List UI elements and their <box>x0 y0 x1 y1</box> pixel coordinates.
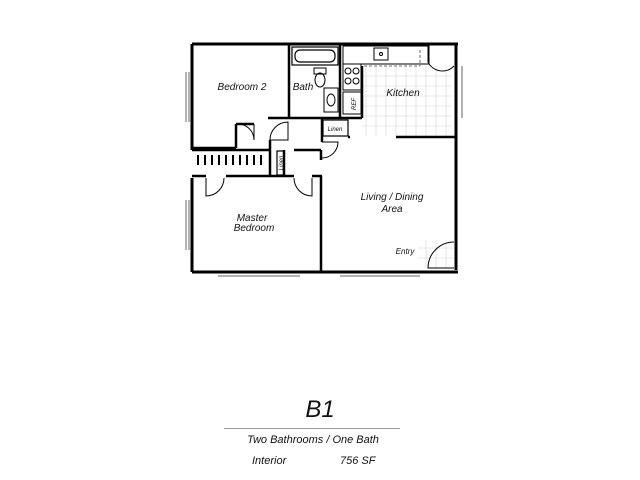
unit-name: B1 <box>305 396 335 423</box>
bathtub <box>291 46 339 66</box>
stove <box>344 67 360 85</box>
doors <box>205 46 455 269</box>
kitchen-dashed-line <box>364 50 421 67</box>
kitchen-counters <box>342 45 430 115</box>
area-label: Interior <box>252 455 287 467</box>
living-label-line2: Area <box>380 204 403 215</box>
divider <box>224 428 400 429</box>
bath-label: Bath <box>293 82 314 93</box>
entry-tile-floor <box>418 240 454 268</box>
closet-doors <box>197 155 262 165</box>
unit-description: Two Bathrooms / One Bath <box>247 434 379 446</box>
floor-plan: Bedroom 2 Bath Kitchen REF Linen Linen L… <box>185 42 463 277</box>
master-label-line1: Master <box>237 213 268 224</box>
toilet <box>313 67 327 88</box>
entry-label: Entry <box>396 247 416 256</box>
ref-label: REF <box>352 98 358 110</box>
kitchen-label: Kitchen <box>386 88 420 99</box>
master-label-line2: Bedroom <box>234 223 275 234</box>
linen-label-kitchen: Linen <box>328 127 343 133</box>
kitchen-sink <box>373 47 389 61</box>
linen-closets <box>276 119 349 176</box>
bedroom2-label: Bedroom 2 <box>218 82 267 93</box>
linen-label-hall: Linen <box>279 155 285 170</box>
bath-sink <box>323 87 339 113</box>
exterior-walls <box>190 42 458 274</box>
windows <box>185 66 463 277</box>
living-label-line1: Living / Dining <box>361 192 424 203</box>
kitchen-tile-floor <box>362 66 452 136</box>
area-value: 756 SF <box>340 455 376 467</box>
